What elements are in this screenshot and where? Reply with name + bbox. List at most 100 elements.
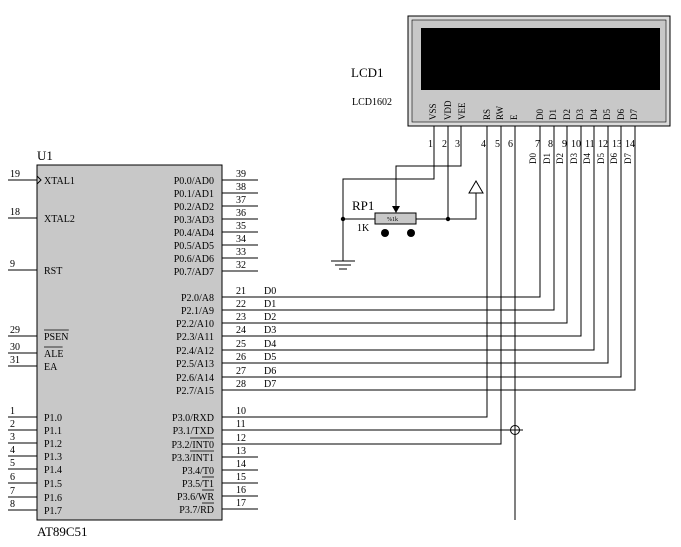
mcu-pin-number-1: 1 bbox=[10, 406, 15, 417]
lcd-screen bbox=[421, 28, 660, 90]
mcu-pin-name-p1-1: P1.1 bbox=[44, 426, 62, 437]
mcu-pin-name-xtal2: XTAL2 bbox=[44, 214, 75, 225]
lcd-net-d1: D1 bbox=[542, 153, 552, 164]
mcu-pin-name-rst: RST bbox=[44, 266, 62, 277]
lcd-pin-name-rs: RS bbox=[482, 109, 492, 120]
mcu-pin-name-xtal1: XTAL1 bbox=[44, 176, 75, 187]
mcu-pin-number-30: 30 bbox=[10, 342, 20, 353]
mcu-pin-number-12: 12 bbox=[236, 433, 246, 444]
mcu-pin-number-34: 34 bbox=[236, 234, 246, 245]
mcu-pin-number-19: 19 bbox=[10, 169, 20, 180]
wire-vdd-power bbox=[447, 126, 477, 220]
lcd-pin-num-12: 12 bbox=[598, 139, 608, 150]
lcd-pin-name-vdd: VDD bbox=[443, 100, 453, 120]
mcu-pin-number-7: 7 bbox=[10, 486, 15, 497]
mcu-pin-number-17: 17 bbox=[236, 498, 246, 509]
mcu-pin-name-p1-7: P1.7 bbox=[44, 506, 62, 517]
bus-label-d3: D3 bbox=[264, 325, 276, 336]
mcu-pin-number-13: 13 bbox=[236, 446, 246, 457]
wire-d6 bbox=[222, 126, 622, 378]
pot-value: 1K bbox=[357, 223, 370, 234]
lcd-pin-name-d2: D2 bbox=[562, 109, 572, 120]
lcd-pin-num-9: 9 bbox=[562, 139, 567, 150]
crossover-marker bbox=[510, 425, 520, 435]
mcu-pin-number-24: 24 bbox=[236, 325, 246, 336]
mcu-pin-name-p2-7-a15: P2.7/A15 bbox=[176, 386, 214, 397]
mcu-pin-name-p0-2-ad2: P0.2/AD2 bbox=[174, 202, 214, 213]
lcd-pin-name-d6: D6 bbox=[616, 109, 626, 120]
mcu-pin-name-p2-2-a10: P2.2/A10 bbox=[176, 319, 214, 330]
mcu-pin-name-p1-5: P1.5 bbox=[44, 479, 62, 490]
mcu-pin-name-p0-1-ad1: P0.1/AD1 bbox=[174, 189, 214, 200]
lcd-net-d2: D2 bbox=[555, 153, 565, 164]
mcu-pin-number-3: 3 bbox=[10, 432, 15, 443]
lcd-net-labels: D0 D1 D2 D3 D4 D5 D6 D7 bbox=[528, 153, 633, 164]
lcd-pin-num-5: 5 bbox=[495, 139, 500, 150]
lcd-pin-name-d0: D0 bbox=[535, 109, 545, 120]
wire-d5 bbox=[222, 126, 609, 364]
lcd-pin-name-e: E bbox=[509, 114, 519, 120]
mcu-pin-number-16: 16 bbox=[236, 485, 246, 496]
mcu-pin-number-37: 37 bbox=[236, 195, 246, 206]
power-arrow-icon bbox=[468, 180, 484, 194]
mcu-pin-number-29: 29 bbox=[10, 325, 20, 336]
lcd-net-d6: D6 bbox=[609, 153, 619, 164]
bus-label-d4: D4 bbox=[264, 339, 276, 350]
mcu-pin-name-p2-5-a13: P2.5/A13 bbox=[176, 359, 214, 370]
mcu-pin-number-26: 26 bbox=[236, 352, 246, 363]
mcu-pin-name-ea: EA bbox=[44, 362, 58, 373]
wire-d4 bbox=[222, 126, 595, 351]
mcu-pin-number-15: 15 bbox=[236, 472, 246, 483]
mcu-pin-name-p0-4-ad4: P0.4/AD4 bbox=[174, 228, 214, 239]
mcu-pin-number-11: 11 bbox=[236, 419, 246, 430]
mcu-pin-name-p2-6-a14: P2.6/A14 bbox=[176, 373, 214, 384]
mcu-reference: U1 bbox=[37, 148, 53, 163]
wire-d0 bbox=[222, 126, 541, 298]
mcu-pin-number-5: 5 bbox=[10, 458, 15, 469]
mcu-pin-number-22: 22 bbox=[236, 299, 246, 310]
mcu-pin-name-p3-0-rxd: P3.0/RXD bbox=[172, 413, 214, 424]
wire-rw bbox=[222, 126, 523, 445]
wires bbox=[222, 126, 636, 520]
lcd-pin-num-3: 3 bbox=[455, 139, 460, 150]
mcu-pin-number-6: 6 bbox=[10, 472, 15, 483]
lcd-pin-num-6: 6 bbox=[508, 139, 513, 150]
mcu-pin-number-31: 31 bbox=[10, 355, 20, 366]
wire-d7 bbox=[222, 126, 636, 391]
lcd-pin-name-d5: D5 bbox=[602, 109, 612, 120]
mcu-pin-number-4: 4 bbox=[10, 445, 15, 456]
mcu-pin-name-p3-5-t1: P3.5/T1 bbox=[182, 479, 214, 490]
bus-label-d5: D5 bbox=[264, 352, 276, 363]
mcu-pin-name-p0-6-ad6: P0.6/AD6 bbox=[174, 254, 214, 265]
mcu-pin-name-p3-6-wr: P3.6/WR bbox=[177, 492, 214, 503]
lcd-pin-num-4: 4 bbox=[481, 139, 486, 150]
bus-label-d7: D7 bbox=[264, 379, 276, 390]
lcd-pin-name-vss: VSS bbox=[428, 103, 438, 120]
mcu-model: AT89C51 bbox=[37, 524, 88, 539]
lcd-net-d3: D3 bbox=[569, 153, 579, 164]
mcu-pin-number-23: 23 bbox=[236, 312, 246, 323]
mcu-pin-name-p1-2: P1.2 bbox=[44, 439, 62, 450]
bus-label-d0: D0 bbox=[264, 286, 276, 297]
mcu-pin-name-p0-7-ad7: P0.7/AD7 bbox=[174, 267, 214, 278]
mcu-pin-number-9: 9 bbox=[10, 259, 15, 270]
pot-body-label: %1k bbox=[387, 217, 398, 223]
lcd-pin-num-11: 11 bbox=[585, 139, 595, 150]
mcu-pin-number-27: 27 bbox=[236, 366, 246, 377]
junction-dot bbox=[445, 216, 451, 222]
mcu-pin-number-32: 32 bbox=[236, 260, 246, 271]
lcd-reference: LCD1 bbox=[351, 65, 384, 80]
mcu-pin-number-39: 39 bbox=[236, 169, 246, 180]
mcu-bus-labels: D0 D1 D2 D3 D4 D5 D6 D7 bbox=[264, 286, 276, 390]
lcd-pin-name-d3: D3 bbox=[575, 109, 585, 120]
lcd-net-d0: D0 bbox=[528, 153, 538, 164]
mcu-pin-name-psen: PSEN bbox=[44, 332, 68, 343]
clock-marker-icon bbox=[36, 175, 42, 185]
lcd-pin-num-7: 7 bbox=[535, 139, 540, 150]
bus-label-d6: D6 bbox=[264, 366, 276, 377]
mcu-pin-number-14: 14 bbox=[236, 459, 246, 470]
mcu-pin-number-10: 10 bbox=[236, 406, 246, 417]
lcd-model: LCD1602 bbox=[352, 97, 392, 108]
mcu-pin-name-p3-1-txd: P3.1/TXD bbox=[173, 426, 214, 437]
bus-label-d1: D1 bbox=[264, 299, 276, 310]
